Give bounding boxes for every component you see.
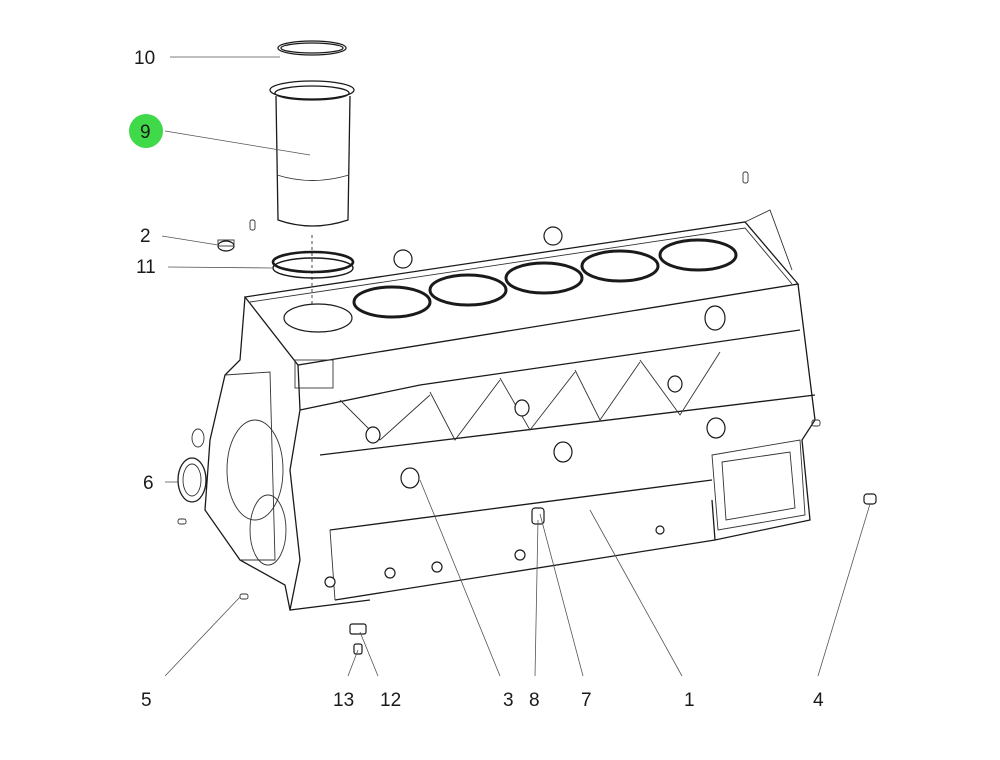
callout-2[interactable]: 2 xyxy=(140,226,151,247)
callout-13[interactable]: 13 xyxy=(333,690,354,711)
highlight-bubble xyxy=(129,114,163,148)
callout-4[interactable]: 4 xyxy=(813,690,824,711)
engine-block xyxy=(177,209,877,655)
callout-8[interactable]: 8 xyxy=(529,690,540,711)
leader-lines xyxy=(161,56,871,677)
callout-1[interactable]: 1 xyxy=(684,690,695,711)
cylinder-liner xyxy=(269,40,355,320)
callout-7[interactable]: 7 xyxy=(581,690,592,711)
plug-part xyxy=(217,171,749,252)
callout-6[interactable]: 6 xyxy=(143,473,154,494)
callout-9[interactable]: 9 xyxy=(140,122,151,143)
callout-11[interactable]: 11 xyxy=(136,257,156,278)
callout-12[interactable]: 12 xyxy=(380,690,401,711)
callout-3[interactable]: 3 xyxy=(503,690,514,711)
callout-10[interactable]: 10 xyxy=(134,48,155,69)
callout-5[interactable]: 5 xyxy=(141,690,152,711)
seal-ring xyxy=(271,250,355,279)
